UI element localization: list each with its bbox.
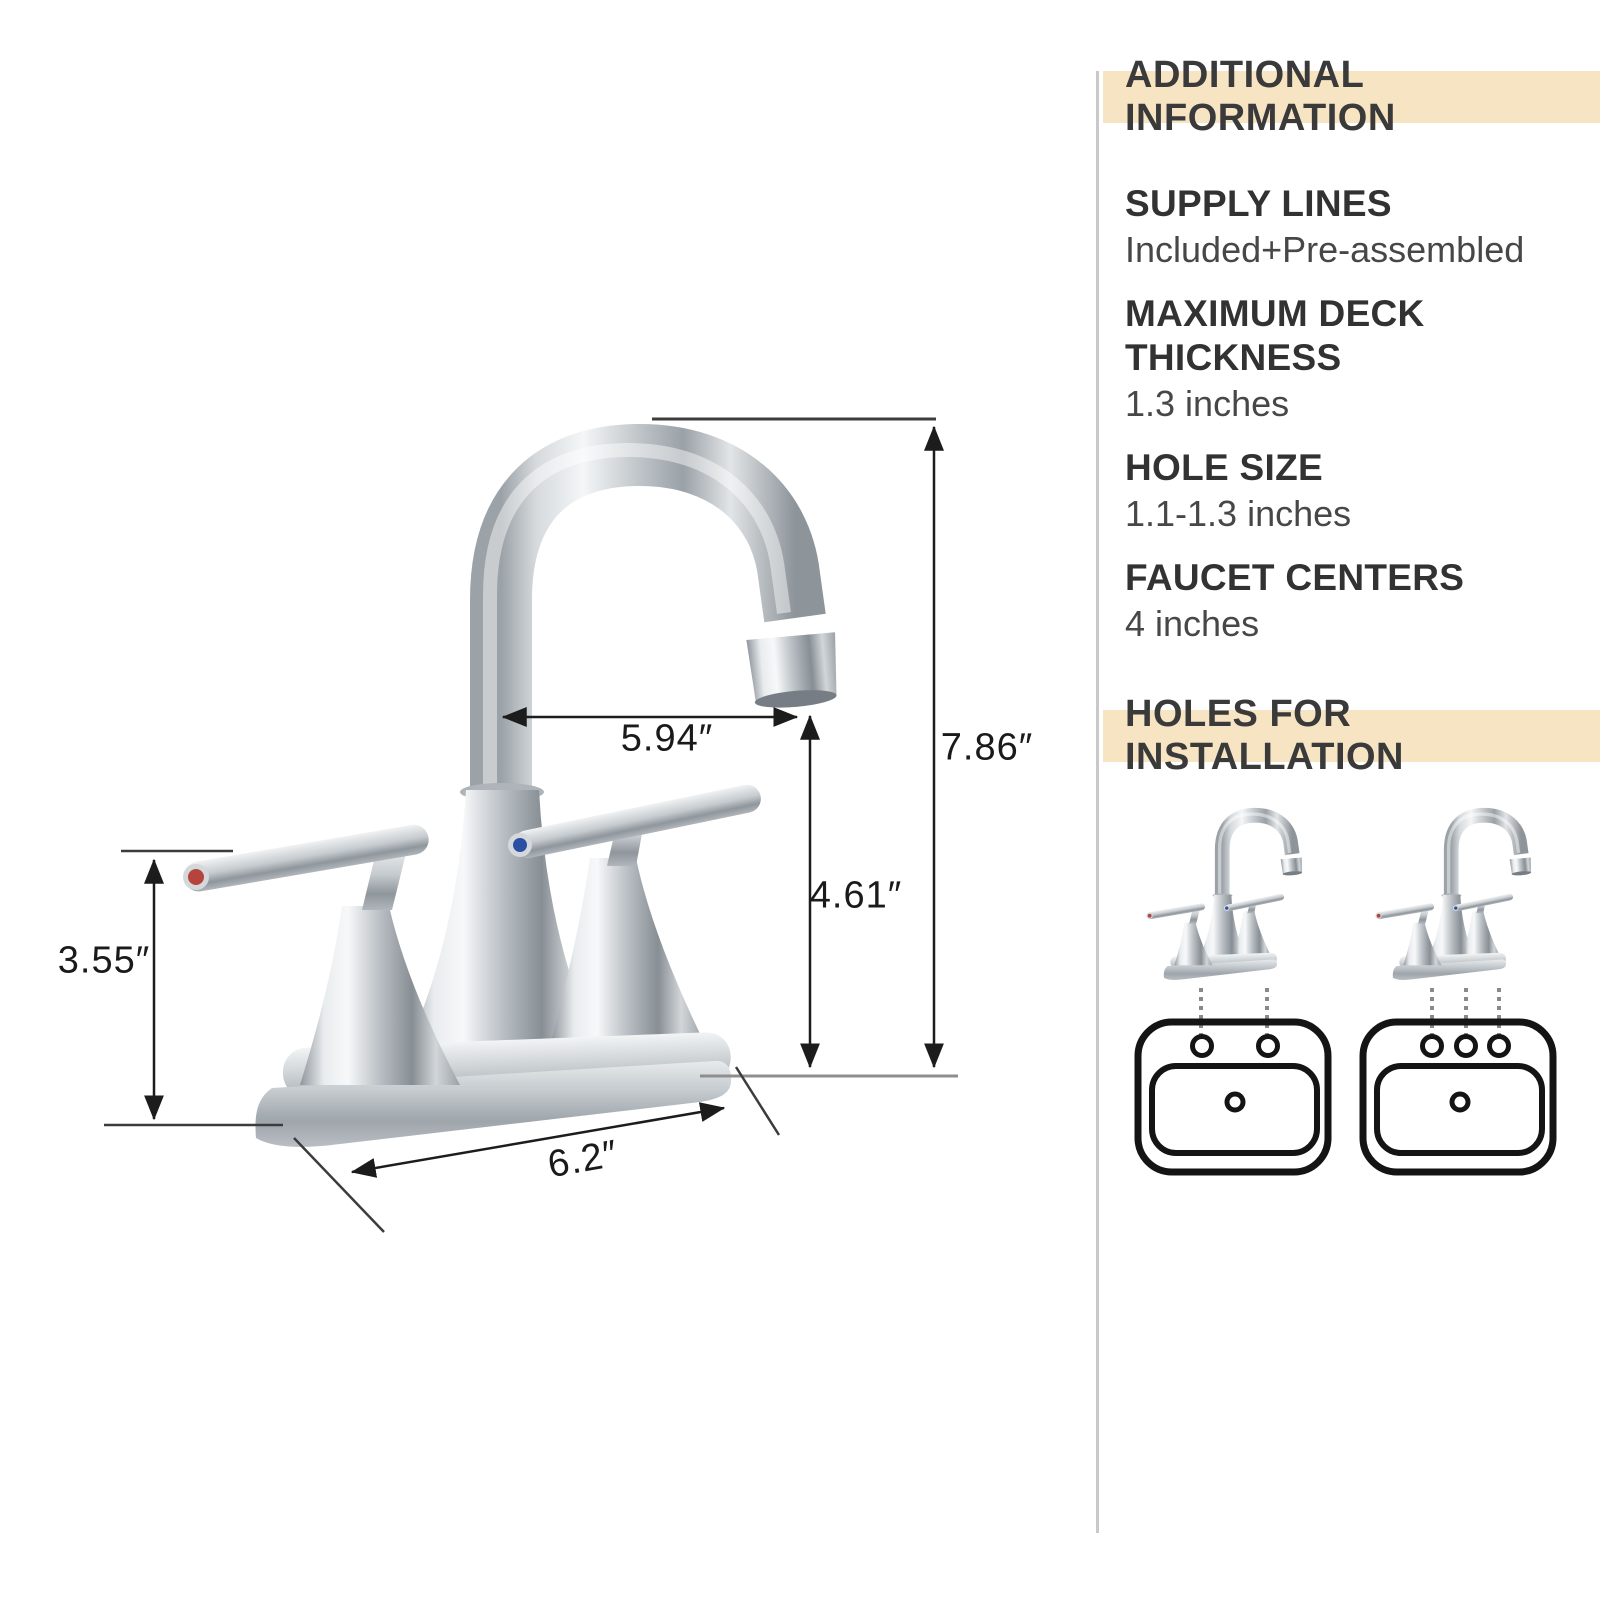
dimension-label-handle-height: 3.55″ <box>57 939 151 982</box>
additional-information-title: ADDITIONAL INFORMATION <box>1125 54 1396 139</box>
spec-value: 1.3 inches <box>1125 383 1290 424</box>
spec-value: 4 inches <box>1125 603 1260 644</box>
dimension-label-spout-height: 4.61″ <box>809 874 903 917</box>
spec-value: Included+Pre-assembled <box>1125 229 1525 270</box>
holes-for-installation-header: HOLES FOR INSTALLATION <box>1103 693 1600 778</box>
spec-label: MAXIMUM DECK THICKNESS <box>1125 293 1425 378</box>
spec-row-faucet-centers: FAUCET CENTERS 4 inches <box>1125 556 1595 644</box>
three-hole-sink-icon <box>1359 1018 1557 1176</box>
dimension-label-overall-height: 7.86″ <box>940 726 1034 769</box>
spec-value: 1.1-1.3 inches <box>1125 493 1352 534</box>
dim-line-base-length <box>350 1102 726 1178</box>
dimension-lines <box>104 417 958 1233</box>
holes-for-installation-title: HOLES FOR INSTALLATION <box>1125 693 1404 778</box>
spec-label: FAUCET CENTERS <box>1125 557 1465 598</box>
spec-row-supply-lines: SUPPLY LINES Included+Pre-assembled <box>1125 182 1595 270</box>
spec-row-hole-size: HOLE SIZE 1.1-1.3 inches <box>1125 446 1595 534</box>
panel-divider <box>1096 71 1099 1533</box>
install-option-three-hole <box>1359 814 1557 1176</box>
spec-row-deck-thickness: MAXIMUM DECK THICKNESS 1.3 inches <box>1125 292 1595 424</box>
additional-information-header: ADDITIONAL INFORMATION <box>1103 54 1600 139</box>
two-hole-sink-icon <box>1134 1018 1332 1176</box>
spec-label: HOLE SIZE <box>1125 447 1323 488</box>
spec-list: SUPPLY LINES Included+Pre-assembled MAXI… <box>1125 182 1595 666</box>
dimension-label-spout-reach: 5.94″ <box>620 717 714 760</box>
install-option-two-hole <box>1134 814 1332 1176</box>
spec-label: SUPPLY LINES <box>1125 183 1392 224</box>
